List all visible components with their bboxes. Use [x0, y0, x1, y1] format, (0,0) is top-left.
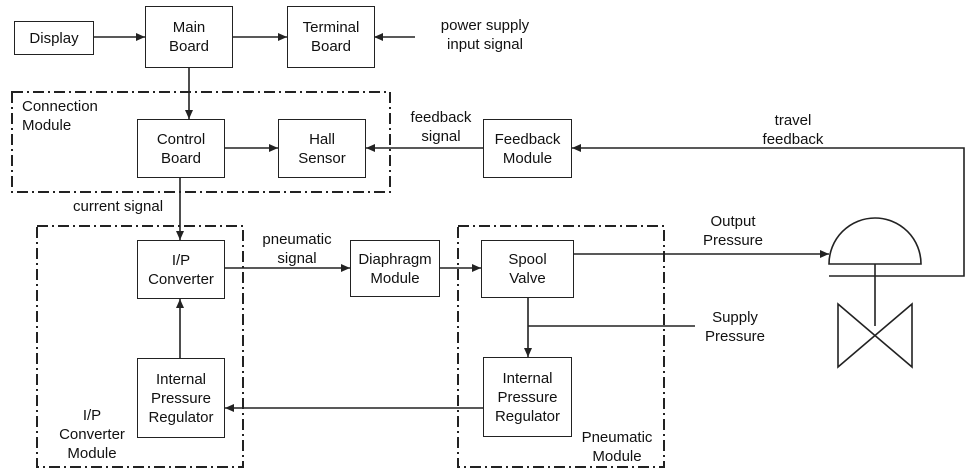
pneumatic-module-label: Pneumatic Module: [581, 429, 653, 465]
spool-valve-label: Spool Valve: [508, 251, 547, 287]
ip-converter-module-label: I/P Converter Module: [59, 407, 125, 462]
diaphragm-module-label: Diaphragm Module: [358, 250, 432, 287]
terminal-board-label: Terminal Board: [302, 19, 360, 55]
control-board-block: Control Board: [137, 119, 225, 178]
hall-sensor-block: Hall Sensor: [278, 119, 366, 178]
supply-pressure-label: Supply Pressure: [704, 309, 766, 345]
feedback-signal-label: feedback signal: [410, 109, 472, 145]
internal-regulator-right-label: Internal Pressure Regulator: [494, 369, 561, 425]
control-board-label: Control Board: [156, 130, 206, 167]
terminal-board-block: Terminal Board: [287, 6, 375, 68]
feedback-module-label: Feedback Module: [494, 130, 561, 167]
pneumatic-signal-label: pneumatic signal: [262, 231, 332, 267]
pneumatic-module-outline: [457, 225, 665, 468]
actuator-dome: [828, 217, 922, 265]
internal-regulator-right-block: Internal Pressure Regulator: [483, 357, 572, 437]
feedback-module-block: Feedback Module: [483, 119, 572, 178]
connection-module-label: Connection Module: [22, 98, 98, 134]
main-board-label: Main Board: [168, 19, 210, 55]
current-signal-label: current signal: [73, 198, 164, 215]
travel-feedback-line: [572, 144, 965, 277]
ip-converter-label: I/P Converter: [148, 251, 214, 288]
ip-converter-module-outline: [36, 225, 244, 468]
valve-body: [837, 302, 913, 369]
internal-regulator-left-block: Internal Pressure Regulator: [137, 358, 225, 438]
hall-sensor-label: Hall Sensor: [298, 130, 346, 167]
display-label: Display: [29, 29, 79, 47]
ip-converter-block: I/P Converter: [137, 240, 225, 299]
diaphragm-module-block: Diaphragm Module: [350, 240, 440, 297]
internal-regulator-left-label: Internal Pressure Regulator: [148, 370, 214, 426]
power-supply-label: power supply input signal: [440, 17, 530, 53]
connection-module-outline: [11, 91, 391, 193]
main-board-block: Main Board: [145, 6, 233, 68]
travel-feedback-label: travel feedback: [762, 112, 824, 148]
spool-valve-block: Spool Valve: [481, 240, 574, 298]
output-pressure-label: Output Pressure: [702, 213, 764, 249]
display-block: Display: [14, 21, 94, 55]
